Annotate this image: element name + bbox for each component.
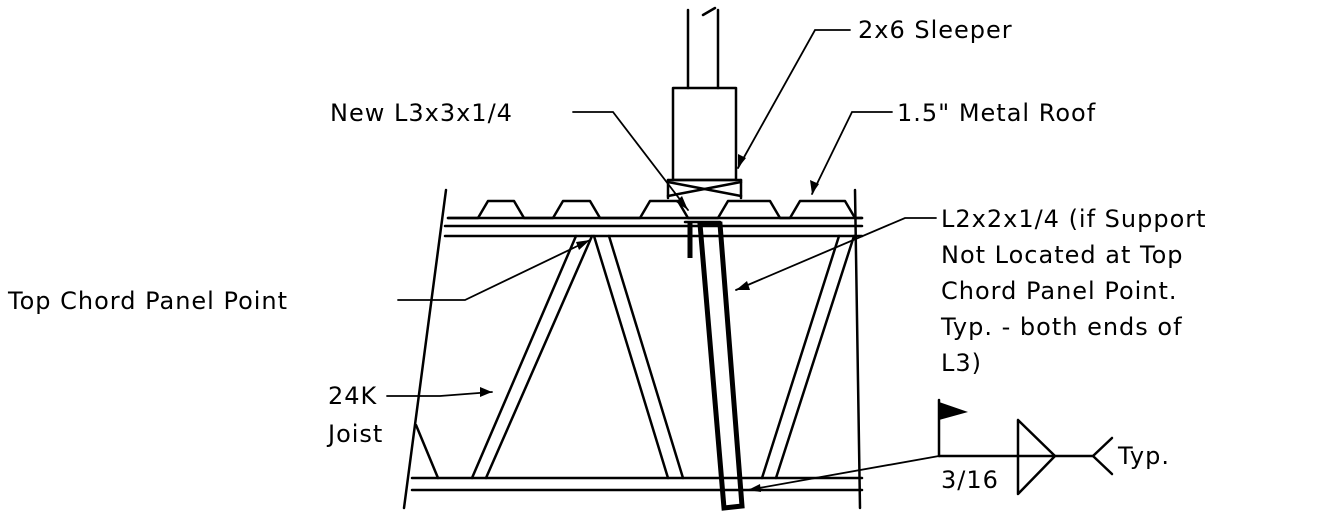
sleeper-post — [686, 6, 720, 90]
weld-symbol — [937, 398, 1114, 496]
label-joist-line2: Joist — [326, 420, 383, 448]
label-l2-line4: Typ. - both ends of — [940, 313, 1183, 341]
label-metal-roof: 1.5" Metal Roof — [897, 99, 1096, 127]
label-l2-line2: Not Located at Top — [941, 241, 1184, 269]
sleeper-block — [666, 86, 743, 200]
new-l3-angle — [683, 220, 745, 511]
label-weld-size: 3/16 — [941, 466, 999, 494]
label-weld-typ: Typ. — [1117, 442, 1170, 470]
label-l2-line1: L2x2x1/4 (if Support — [941, 205, 1207, 233]
joist-outline — [402, 188, 864, 510]
label-joist-line1: 24K — [328, 382, 378, 410]
label-new-angle: New L3x3x1/4 — [330, 99, 513, 127]
leader-lines — [386, 29, 940, 492]
field-weld-flag-icon — [939, 402, 968, 420]
label-top-chord: Top Chord Panel Point — [7, 287, 288, 315]
metal-roof-deck — [446, 199, 864, 220]
label-l2-line3: Chord Panel Point. — [941, 277, 1178, 305]
joist-web-members — [414, 234, 856, 480]
label-sleeper: 2x6 Sleeper — [858, 16, 1013, 44]
label-l2-line5: L3) — [941, 349, 982, 377]
